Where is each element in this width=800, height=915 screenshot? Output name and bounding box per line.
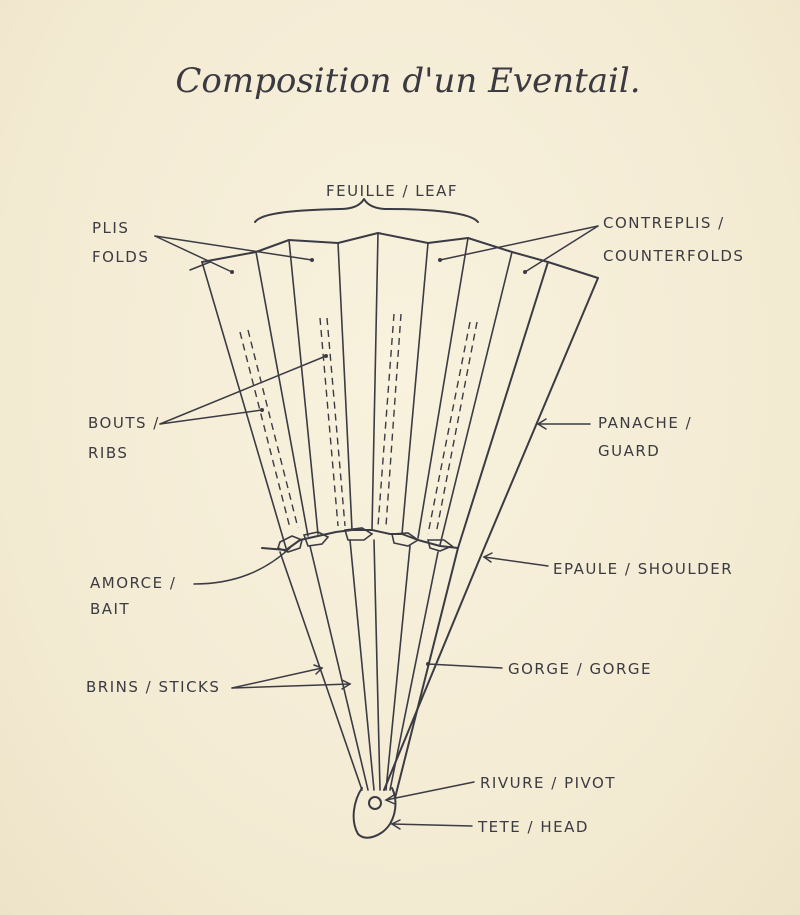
leader-dot <box>438 258 442 262</box>
fold-line <box>371 232 379 531</box>
guard-stick-inner <box>394 261 549 799</box>
fan-head <box>352 787 397 839</box>
label-ribs: RIBS <box>88 444 128 462</box>
label-counterfolds: COUNTERFOLDS <box>603 247 744 265</box>
leader-plis-1 <box>154 235 233 273</box>
leader-bouts-1 <box>159 409 263 425</box>
fold-line <box>337 242 353 531</box>
label-folds: FOLDS <box>92 248 149 266</box>
leader-brins-2 <box>231 683 351 689</box>
stick <box>389 551 439 791</box>
leader-bouts-2 <box>159 355 327 425</box>
guard-stick-outer <box>383 277 599 791</box>
bait-piece <box>391 532 420 547</box>
leader-dot <box>324 354 328 358</box>
diagram-title: Composition d'un Eventail. <box>175 61 640 101</box>
fold-line <box>401 242 429 535</box>
stick <box>309 545 369 791</box>
pivot-rivet <box>368 796 382 810</box>
rib-dashed <box>247 329 299 529</box>
fold-line <box>201 261 287 549</box>
leader-contreplis-1 <box>439 225 599 261</box>
leader-arrow <box>341 679 352 690</box>
rib-dashed <box>435 321 478 535</box>
leader-arrow <box>313 664 324 675</box>
label-tete: TETE / HEAD <box>477 818 589 836</box>
leader-arrow <box>482 552 493 563</box>
label-rivure: RIVURE / PIVOT <box>480 774 616 792</box>
rib-dashed <box>385 313 402 527</box>
label-brins: BRINS / STICKS <box>86 678 220 696</box>
bait-piece <box>426 539 454 552</box>
label-contreplis: CONTREPLIS / <box>603 214 725 232</box>
rib-dashed <box>319 317 339 527</box>
label-guard: GUARD <box>598 442 660 460</box>
leader-arrow <box>390 819 401 830</box>
leader-dot <box>310 258 314 262</box>
label-bouts: BOUTS / <box>88 414 160 432</box>
leader-plis-tick <box>189 261 211 271</box>
rib-dashed <box>427 321 471 535</box>
leader-dot <box>426 662 430 666</box>
bait-piece <box>277 535 303 553</box>
bait-piece <box>302 531 330 547</box>
leaf-top-edge <box>201 232 599 279</box>
label-panache: PANACHE / <box>598 414 692 432</box>
label-epaule: EPAULE / SHOULDER <box>553 560 733 578</box>
leaf-bottom-edge <box>261 529 459 551</box>
leader-amorce <box>193 547 291 585</box>
label-gorge: GORGE / GORGE <box>508 660 652 678</box>
bait-piece <box>343 527 374 541</box>
leader-tete <box>391 823 473 827</box>
leader-dot <box>230 270 234 274</box>
label-amorce: AMORCE / <box>90 574 176 592</box>
leader-rivure <box>385 781 475 801</box>
label-feuille-leaf: FEUILLE / LEAF <box>326 182 458 200</box>
stick <box>349 539 375 791</box>
fold-line <box>417 237 469 539</box>
fold-line <box>288 239 319 535</box>
fold-line <box>439 251 513 546</box>
leader-arrow <box>536 418 547 430</box>
leader-contreplis-2 <box>524 225 599 273</box>
ribs <box>239 313 478 535</box>
stick <box>279 551 363 791</box>
stick <box>385 545 411 791</box>
leader-dot <box>260 408 264 412</box>
leader-epaule <box>483 556 549 567</box>
label-bait: BAIT <box>90 600 130 618</box>
fan-leaf <box>201 232 599 799</box>
label-plis: PLIS <box>92 219 129 237</box>
leader-arrow <box>384 794 396 805</box>
leader-gorge <box>427 663 503 669</box>
rib-dashed <box>326 317 346 527</box>
leader-plis-2 <box>154 235 313 261</box>
leader-dot <box>523 270 527 274</box>
leaf-bracket <box>254 198 479 223</box>
leader-brins-1 <box>231 667 323 689</box>
rib-dashed <box>377 313 395 527</box>
rib-dashed <box>239 331 291 529</box>
stick <box>373 539 381 791</box>
fold-line <box>255 251 309 537</box>
sticks <box>279 539 439 791</box>
